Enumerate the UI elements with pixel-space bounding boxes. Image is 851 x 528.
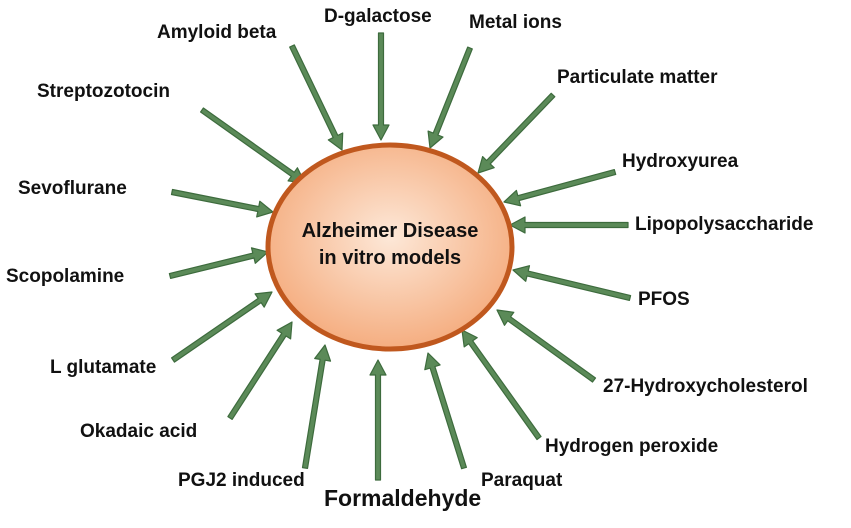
label-streptozotocin: Streptozotocin (37, 81, 170, 102)
label-particulate-matter: Particulate matter (557, 67, 718, 88)
label-scopolamine: Scopolamine (6, 266, 124, 287)
arrow-27-hydroxycholesterol (496, 309, 597, 383)
label-paraquat: Paraquat (481, 470, 563, 491)
label-amyloid-beta: Amyloid beta (157, 22, 277, 43)
arrow-paraquat (424, 352, 467, 470)
label-okadaic-acid: Okadaic acid (80, 421, 197, 442)
center-ellipse (265, 142, 515, 352)
arrow-d-galactose (372, 32, 390, 141)
arrow-metal-ions (427, 46, 473, 149)
label-sevoflurane: Sevoflurane (18, 178, 127, 199)
label-pfos: PFOS (638, 289, 690, 310)
label-pgj2-induced: PGJ2 induced (178, 470, 305, 491)
arrow-okadaic-acid (227, 321, 293, 420)
center-title-line2: in vitro models (319, 247, 461, 269)
arrow-amyloid-beta (289, 44, 344, 151)
center-title-line1: Alzheimer Disease (302, 220, 479, 242)
label-metal-ions: Metal ions (469, 12, 562, 33)
arrow-hydroxyurea (503, 169, 617, 207)
label-lipopolysaccharide: Lipopolysaccharide (635, 214, 813, 235)
arrow-streptozotocin (200, 107, 306, 184)
arrow-pgj2-induced (301, 344, 332, 469)
label-formaldehyde: Formaldehyde (324, 485, 481, 511)
arrow-pfos (512, 265, 632, 301)
arrow-group (168, 32, 632, 481)
arrow-hydrogen-peroxide (461, 329, 542, 441)
arrow-particulate-matter (477, 92, 556, 174)
label-l-glutamate: L glutamate (50, 357, 156, 378)
arrow-l-glutamate (171, 291, 273, 363)
label-d-galactose: D-galactose (324, 6, 432, 27)
arrow-formaldehyde (369, 359, 387, 481)
arrow-lipopolysaccharide (509, 216, 629, 234)
label-hydrogen-peroxide: Hydrogen peroxide (545, 436, 718, 457)
label-27-hydroxycholesterol: 27-Hydroxycholesterol (603, 376, 808, 397)
label-hydroxyurea: Hydroxyurea (622, 151, 739, 172)
arrow-scopolamine (168, 247, 269, 279)
arrow-sevoflurane (170, 188, 274, 218)
